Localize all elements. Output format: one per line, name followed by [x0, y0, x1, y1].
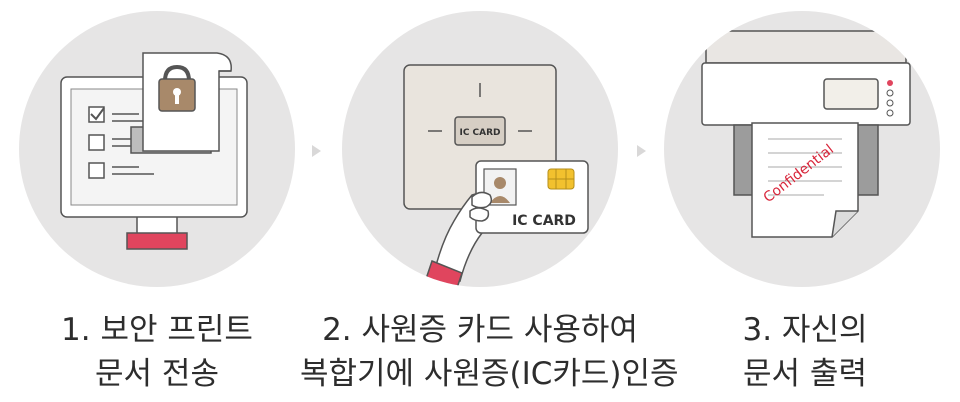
step-2-line1: 2. 사원증 카드 사용하여: [322, 312, 638, 348]
step-1-caption: 1. 보안 프린트 문서 전송: [12, 308, 302, 396]
sleeve-cuff: [425, 260, 463, 287]
monitor-lock-illustration: [60, 52, 248, 250]
locked-document-icon: [130, 52, 232, 154]
card-label: IC CARD: [512, 213, 576, 229]
printer-illustration: Confidential: [701, 30, 911, 238]
step-3-line2: 문서 출력: [743, 356, 867, 392]
reader-label-box: [454, 116, 506, 146]
monitor-base: [126, 232, 188, 250]
printer-display: [823, 78, 879, 110]
ic-card-reader-illustration: IC CARD IC CARD: [403, 64, 589, 287]
step-1-line1: 1. 보안 프린트: [61, 312, 253, 348]
step-3-line1: 3. 자신의: [742, 312, 868, 348]
printer-led-icon: [887, 80, 893, 86]
step-2-line2: 복합기에 사원증(IC카드)인증: [300, 356, 679, 392]
arrow-step2-to-step3-icon: [637, 145, 646, 157]
printer-body: [701, 62, 911, 126]
step-3-circle: Confidential: [664, 11, 940, 287]
avatar-icon: [494, 177, 506, 189]
step-3-caption: 3. 자신의 문서 출력: [660, 308, 950, 396]
step-2-circle: IC CARD IC CARD: [342, 11, 618, 287]
printer-top: [705, 30, 907, 64]
checklist-icon: [88, 106, 154, 179]
step-2-caption: 2. 사원증 카드 사용하여 복합기에 사원증(IC카드)인증: [300, 308, 679, 396]
step-1-circle: [19, 11, 295, 287]
arrow-step1-to-step2-icon: [312, 145, 321, 157]
step-1-line2: 문서 전송: [95, 356, 219, 392]
reader-label: IC CARD: [459, 128, 500, 138]
